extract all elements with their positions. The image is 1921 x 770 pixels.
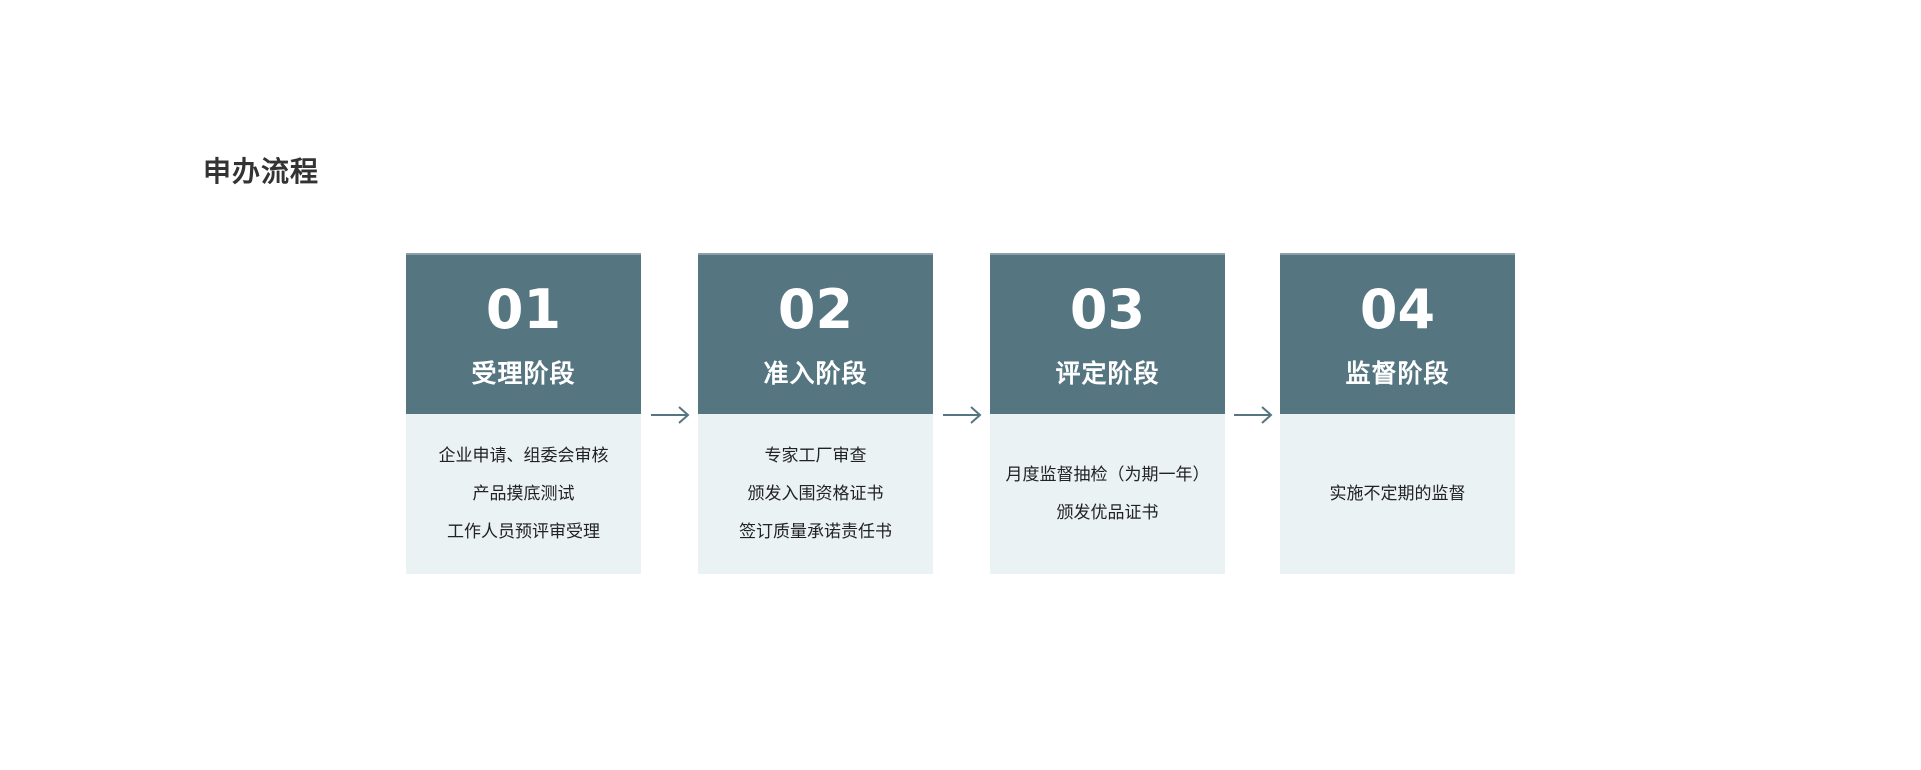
- step-header: 02 准入阶段: [698, 253, 933, 414]
- step-item: 颁发入围资格证书: [747, 484, 884, 504]
- step-stage: 监督阶段: [1345, 359, 1450, 388]
- arrow-right-icon: [651, 406, 690, 424]
- step-body: 专家工厂审查 颁发入围资格证书 签订质量承诺责任书: [698, 414, 933, 574]
- step-stage: 准入阶段: [763, 359, 868, 388]
- step-stage: 评定阶段: [1055, 359, 1160, 388]
- step-number: 03: [1069, 278, 1146, 341]
- step-header: 04 监督阶段: [1280, 253, 1515, 414]
- arrow-right-icon: [943, 406, 982, 424]
- step-item: 实施不定期的监督: [1329, 484, 1466, 504]
- step-item: 签订质量承诺责任书: [739, 522, 892, 542]
- step-item: 颁发优品证书: [1056, 503, 1159, 523]
- step-body: 企业申请、组委会审核 产品摸底测试 工作人员预评审受理: [406, 414, 641, 574]
- step-card-4: 04 监督阶段 实施不定期的监督: [1280, 253, 1515, 574]
- step-card-2: 02 准入阶段 专家工厂审查 颁发入围资格证书 签订质量承诺责任书: [698, 253, 933, 574]
- step-item: 月度监督抽检（为期一年）: [1005, 465, 1210, 485]
- step-header: 03 评定阶段: [990, 253, 1225, 414]
- step-item: 产品摸底测试: [472, 484, 575, 504]
- step-header: 01 受理阶段: [406, 253, 641, 414]
- step-body: 实施不定期的监督: [1280, 414, 1515, 574]
- step-item: 专家工厂审查: [764, 446, 867, 466]
- step-card-1: 01 受理阶段 企业申请、组委会审核 产品摸底测试 工作人员预评审受理: [406, 253, 641, 574]
- step-number: 01: [485, 278, 562, 341]
- step-card-3: 03 评定阶段 月度监督抽检（为期一年） 颁发优品证书: [990, 253, 1225, 574]
- step-number: 04: [1359, 278, 1436, 341]
- arrow-right-icon: [1234, 406, 1273, 424]
- step-stage: 受理阶段: [471, 359, 576, 388]
- page-title: 申办流程: [203, 155, 320, 188]
- step-number: 02: [777, 278, 854, 341]
- step-item: 工作人员预评审受理: [447, 522, 600, 542]
- step-body: 月度监督抽检（为期一年） 颁发优品证书: [990, 414, 1225, 574]
- step-item: 企业申请、组委会审核: [438, 446, 609, 466]
